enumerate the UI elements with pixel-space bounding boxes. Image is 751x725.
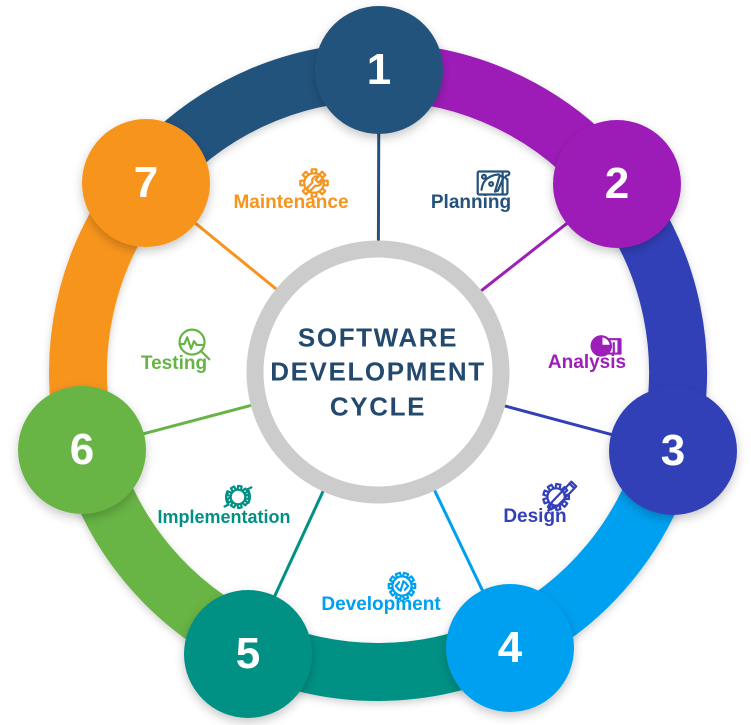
step-circle-7[interactable] [82,119,210,247]
connector-maintenance [181,211,279,292]
gear-pencil-icon [542,480,578,512]
step-circle-2[interactable] [553,120,681,248]
step-circle-1[interactable] [315,6,443,134]
title-line-2: DEVELOPMENT [270,356,486,387]
pie-bar-chart-icon [590,335,622,357]
label-analysis: Analysis [547,352,627,373]
connector-lines [133,119,622,602]
connector-testing [133,403,253,438]
connector-analysis [479,215,578,293]
connector-implementation [271,489,325,602]
label-design: Design [503,506,567,527]
page-title: SOFTWARE DEVELOPMENT CYCLE [270,321,486,424]
center-hub [264,258,492,486]
connector-development [432,488,489,600]
gear-wrench-icon [299,168,329,198]
step-circle-5[interactable] [184,590,312,718]
gear-code-icon [387,571,417,601]
blueprint-pencil-icon [476,170,511,196]
inner-ring [246,240,510,504]
label-development: Development [321,594,441,615]
magnifier-pulse-icon [178,328,211,361]
title-line-3: CYCLE [329,391,427,422]
label-testing: Testing [140,353,208,374]
gear-refresh-icon [223,484,253,510]
connector-design [503,404,622,439]
label-planning: Planning [430,192,512,213]
step-circle-3[interactable] [609,387,737,515]
step-nodes [18,6,737,718]
step-circle-4[interactable] [446,584,574,712]
step-circle-6[interactable] [18,386,146,514]
label-implementation: Implementation [157,507,291,527]
title-line-1: SOFTWARE [297,322,459,353]
label-maintenance: Maintenance [233,192,349,213]
